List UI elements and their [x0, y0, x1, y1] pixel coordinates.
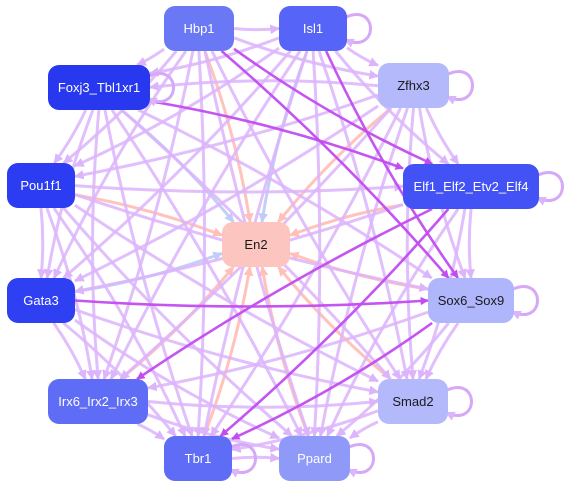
edge-foxj3-irx — [90, 109, 103, 380]
edge-elf-en2 — [289, 203, 404, 237]
edge-pou1f1-smad2 — [74, 203, 379, 383]
edge-isl1-foxj3 — [149, 36, 280, 77]
node-hbp1[interactable]: Hbp1 — [164, 6, 234, 51]
edge-isl1-smad2 — [317, 50, 411, 380]
edge-foxj3-pou1f1 — [53, 109, 88, 164]
edge-hbp1-smad2 — [210, 50, 402, 380]
node-foxj3[interactable]: Foxj3_Tbl1xr1 — [48, 65, 150, 110]
self-loop-zfhx3 — [446, 70, 474, 105]
self-loop-isl1 — [344, 13, 372, 48]
node-label: Tbr1 — [184, 451, 212, 466]
node-pou1f1[interactable]: Pou1f1 — [7, 163, 75, 208]
node-gata3[interactable]: Gata3 — [7, 278, 75, 323]
edge-zfhx3-en2 — [277, 106, 393, 223]
edge-sox6-tbr1 — [231, 321, 433, 440]
edge-foxj3-tbr1 — [103, 109, 194, 437]
self-loop-sox6 — [511, 285, 539, 320]
node-label: Pou1f1 — [20, 178, 62, 193]
edge-hbp1-isl1 — [233, 24, 280, 35]
node-en2[interactable]: En2 — [222, 222, 290, 267]
edge-elf-irx — [136, 207, 433, 381]
node-label: En2 — [244, 237, 268, 252]
self-loop-foxj3 — [147, 72, 175, 107]
self-loop-ppard — [347, 443, 375, 478]
edge-smad2-en2 — [277, 266, 392, 381]
node-label: Ppard — [297, 451, 332, 466]
edge-elf-tbr1 — [219, 208, 450, 437]
edge-hbp1-sox6 — [220, 50, 450, 279]
node-tbr1[interactable]: Tbr1 — [164, 436, 232, 481]
node-label: Gata3 — [23, 293, 59, 308]
node-label: Zfhx3 — [397, 78, 430, 93]
node-smad2[interactable]: Smad2 — [378, 379, 448, 424]
node-label: Foxj3_Tbl1xr1 — [57, 80, 141, 95]
edge-foxj3-sox6 — [137, 108, 433, 280]
self-loop-elf — [536, 171, 564, 206]
edge-sox6-smad2 — [424, 322, 460, 380]
edge-zfhx3-smad2 — [405, 107, 418, 380]
edge-zfhx3-gata3 — [74, 104, 379, 283]
edge-elf-sox6 — [465, 208, 475, 279]
edge-gata3-irx — [52, 322, 87, 380]
edge-pou1f1-elf — [74, 182, 404, 194]
edge-foxj3-ppard — [110, 109, 303, 437]
edge-isl1-zfhx3 — [346, 46, 379, 67]
edge-smad2-ppard — [349, 420, 379, 440]
node-irx[interactable]: Irx6_Irx2_Irx3 — [48, 379, 148, 424]
node-label: Elf1_Elf2_Etv2_Elf4 — [413, 179, 529, 194]
node-ppard[interactable]: Ppard — [279, 436, 350, 481]
edge-irx-smad2 — [147, 397, 379, 409]
edge-zfhx3-elf — [424, 107, 460, 165]
edge-hbp1-foxj3 — [136, 47, 165, 67]
edge-pou1f1-gata3 — [37, 207, 47, 279]
edge-tbr1-en2 — [202, 266, 254, 437]
node-zfhx3[interactable]: Zfhx3 — [378, 63, 449, 108]
edge-hbp1-en2 — [203, 50, 254, 223]
node-label: Smad2 — [392, 394, 434, 409]
edge-pou1f1-tbr1 — [52, 207, 187, 437]
edge-hbp1-tbr1 — [193, 50, 206, 437]
self-loop-smad2 — [445, 386, 473, 421]
node-label: Hbp1 — [183, 21, 215, 36]
node-sox6[interactable]: Sox6_Sox9 — [428, 278, 514, 323]
edge-foxj3-elf — [149, 99, 404, 170]
edge-irx-ppard — [147, 413, 280, 453]
edge-sox6-irx — [147, 310, 429, 392]
edge-isl1-gata3 — [62, 50, 292, 280]
node-elf[interactable]: Elf1_Elf2_Etv2_Elf4 — [403, 164, 539, 209]
edge-zfhx3-foxj3 — [149, 79, 379, 92]
node-isl1[interactable]: Isl1 — [279, 6, 347, 51]
node-label: Sox6_Sox9 — [437, 293, 505, 308]
edge-hbp1-elf — [233, 47, 434, 166]
self-loop-tbr1 — [229, 443, 257, 478]
edge-zfhx3-ppard — [317, 107, 409, 437]
edge-zfhx3-pou1f1 — [74, 93, 379, 180]
edge-hbp1-irx — [102, 50, 195, 380]
edge-isl1-sox6 — [324, 50, 459, 279]
edge-irx-tbr1 — [136, 422, 165, 441]
node-label: Isl1 — [302, 21, 324, 36]
node-label: Irx6_Irx2_Irx3 — [58, 394, 138, 409]
edge-gata3-sox6 — [74, 296, 429, 308]
